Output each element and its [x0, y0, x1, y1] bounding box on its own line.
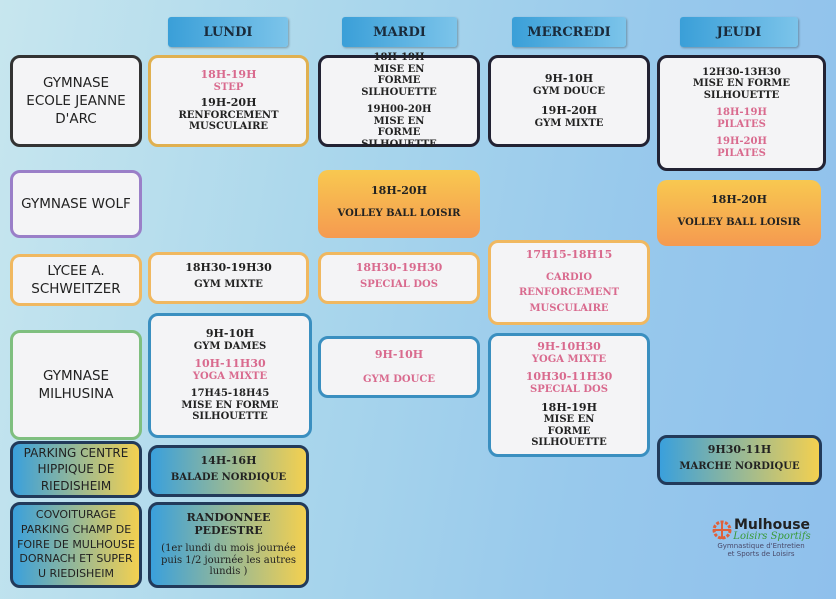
slot-time: 9H-10H30: [537, 340, 601, 354]
mardi-jeanne-box: 18H-19H MISE EN FORME SILHOUETTE 19H00-2…: [318, 52, 480, 150]
slot-time: 18H-19H: [200, 68, 257, 82]
day-header-lundi: LUNDI: [168, 17, 288, 47]
lundi-parking-box: 14H-16H BALADE NORDIQUE: [148, 445, 309, 497]
slot-activity: YOGA MIXTE: [531, 353, 607, 365]
slot-time: 12H30-13H30: [702, 66, 781, 78]
slot-activity: GYM DAMES: [193, 340, 267, 352]
slot-activity: STEP: [213, 81, 244, 93]
jeudi-wolf-box: 18H-20H VOLLEY BALL LOISIR: [657, 180, 821, 246]
slot-time: 17H15-18H15: [525, 247, 613, 261]
day-header-jeudi: JEUDI: [680, 17, 798, 47]
slot-time: 9H-10H: [205, 327, 255, 341]
slot-activity: GYM DOUCE: [363, 373, 435, 385]
slot-time: 10H30-11H30: [525, 370, 613, 384]
slot-activity: GYM MIXTE: [194, 278, 263, 290]
slot-time: 19H-20H: [716, 136, 767, 148]
venue-jeanne-darc: GYMNASE ECOLE JEANNE D'ARC: [10, 55, 142, 147]
slot-time: 18H30-19H30: [185, 260, 272, 274]
slot-activity: MISE EN FORME SILHOUETTE: [531, 414, 607, 449]
jeudi-parking-box: 9H30-11H MARCHE NORDIQUE: [657, 435, 822, 485]
slot-activity: MISE EN FORME SILHOUETTE: [361, 115, 437, 150]
slot-time: 14H-16H: [200, 453, 257, 467]
slot-activity: MISE EN FORME SILHOUETTE: [692, 78, 791, 101]
slot-activity: RANDONNEE PEDESTRE: [186, 511, 271, 537]
slot-activity: VOLLEY BALL LOISIR: [677, 216, 801, 228]
slot-activity: SPECIAL DOS: [360, 278, 438, 290]
venue-wolf: GYMNASE WOLF: [10, 170, 142, 238]
slot-time: 19H-20H: [200, 96, 257, 110]
slot-activity: RENFORCEMENT MUSCULAIRE: [178, 109, 279, 133]
slot-activity: MARCHE NORDIQUE: [679, 460, 800, 472]
slot-time: 19H-20H: [541, 104, 597, 117]
club-logo: Mulhouse Loisirs Sportifs Gymnastique d'…: [696, 518, 826, 568]
mercredi-jeanne-box: 9H-10H GYM DOUCE 19H-20H GYM MIXTE: [488, 55, 650, 147]
slot-activity: BALADE NORDIQUE: [170, 471, 287, 483]
slot-time: 18H-19H: [373, 52, 425, 63]
slot-time: 18H30-19H30: [355, 260, 443, 274]
slot-activity: MISE EN FORME SILHOUETTE: [361, 63, 437, 98]
wheel-icon: [712, 520, 732, 540]
venue-milhusina: GYMNASE MILHUSINA: [10, 330, 142, 440]
lundi-jeanne-box: 18H-19H STEP 19H-20H RENFORCEMENT MUSCUL…: [148, 55, 309, 147]
slot-time: 18H-20H: [371, 183, 427, 197]
slot-time: 9H-10H: [374, 347, 424, 361]
slot-activity: PILATES: [717, 118, 766, 130]
mercredi-milhusina-box: 9H-10H30 YOGA MIXTE 10H30-11H30 SPECIAL …: [488, 333, 650, 457]
day-header-mardi: MARDI: [342, 17, 457, 47]
venue-schweitzer: LYCEE A. SCHWEITZER: [10, 254, 142, 306]
mercredi-lycee-box: 17H15-18H15 CARDIO RENFORCEMENT MUSCULAI…: [488, 240, 650, 325]
lundi-lycee-box: 18H30-19H30 GYM MIXTE: [148, 252, 309, 304]
slot-activity: CARDIO RENFORCEMENT MUSCULAIRE: [518, 271, 620, 314]
lundi-rando-box: RANDONNEE PEDESTRE (1er lundi du mois jo…: [148, 502, 309, 588]
jeudi-jeanne-box: 12H30-13H30 MISE EN FORME SILHOUETTE 18H…: [657, 55, 826, 171]
slot-activity: YOGA MIXTE: [192, 370, 268, 382]
slot-time: 18H-20H: [711, 192, 767, 206]
slot-activity: GYM DOUCE: [533, 85, 605, 97]
slot-time: 17H45-18H45: [190, 388, 270, 400]
slot-activity: VOLLEY BALL LOISIR: [337, 207, 461, 219]
logo-title: Mulhouse: [733, 517, 811, 533]
slot-time: 18H-19H: [716, 107, 767, 119]
logo-tagline-1: Gymnastique d'Entretien: [717, 542, 805, 550]
slot-time: 18H-19H: [541, 400, 597, 414]
slot-note: (1er lundi du mois journée puis 1/2 jour…: [160, 543, 297, 578]
mardi-lycee-box: 18H30-19H30 SPECIAL DOS: [318, 252, 480, 304]
slot-activity: MISE EN FORME SILHOUETTE: [181, 399, 279, 423]
slot-activity: SPECIAL DOS: [530, 384, 608, 396]
day-header-mercredi: MERCREDI: [512, 17, 626, 47]
logo-subtitle: Loisirs Sportifs: [733, 531, 811, 542]
logo-tagline-2: et Sports de Loisirs: [727, 550, 795, 558]
venue-covoiturage: COVOITURAGE PARKING CHAMP DE FOIRE DE MU…: [10, 502, 142, 588]
mardi-milhusina-box: 9H-10H GYM DOUCE: [318, 336, 480, 398]
slot-time: 19H00-20H: [366, 104, 432, 115]
venue-parking-hippique: PARKING CENTRE HIPPIQUE DE RIEDISHEIM: [10, 441, 142, 498]
mardi-wolf-box: 18H-20H VOLLEY BALL LOISIR: [318, 170, 480, 238]
slot-activity: PILATES: [717, 147, 766, 159]
lundi-milhusina-box: 9H-10H GYM DAMES 10H-11H30 YOGA MIXTE 17…: [148, 313, 312, 438]
slot-activity: GYM MIXTE: [534, 117, 604, 129]
slot-time: 10H-11H30: [194, 357, 266, 371]
slot-time: 9H30-11H: [707, 442, 772, 456]
slot-time: 9H-10H: [544, 71, 594, 85]
